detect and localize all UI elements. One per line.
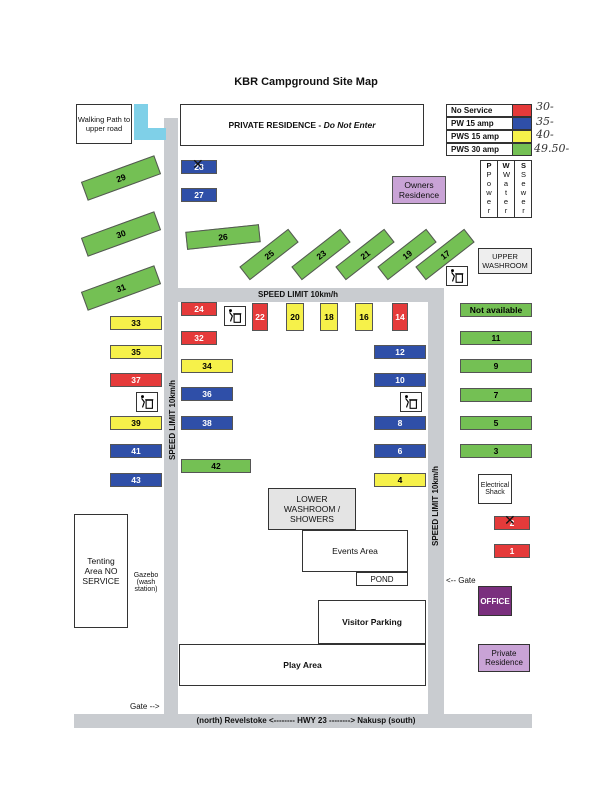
key-word-sewer: Sewer — [520, 170, 527, 215]
legend-label: No Service — [447, 105, 512, 116]
site-10[interactable]: 10 — [374, 373, 426, 387]
trash-can-icon — [136, 392, 158, 412]
gate-left-label: Gate --> — [130, 702, 160, 711]
key-col-water: W Water — [498, 161, 515, 217]
private-residence-top: PRIVATE RESIDENCE - Do Not Enter — [180, 104, 424, 146]
key-word-power: Power — [486, 170, 492, 215]
speed-limit-top-label: SPEED LIMIT 10km/h — [258, 290, 339, 299]
site-6[interactable]: 6 — [374, 444, 426, 458]
site-27[interactable]: 27 — [181, 188, 217, 202]
trash-can-icon — [400, 392, 422, 412]
price-pws15: 40- — [536, 128, 554, 141]
key-col-power: P Power — [481, 161, 498, 217]
site-26[interactable]: 26 — [185, 224, 261, 250]
gate-right-label: <-- Gate — [446, 576, 476, 585]
site-30[interactable]: 30 — [80, 211, 162, 257]
site-2-crossed-out-mark: ✕ — [504, 512, 516, 528]
site-8[interactable]: 8 — [374, 416, 426, 430]
legend-label: PWS 30 amp — [447, 144, 512, 155]
price-no-service: 30- — [536, 100, 554, 113]
site-32[interactable]: 32 — [181, 331, 217, 345]
site-20[interactable]: 20 — [286, 303, 304, 331]
price-pws30: 49.50- — [534, 142, 570, 155]
site-1[interactable]: 1 — [494, 544, 530, 558]
road-left-vertical — [164, 118, 178, 714]
road-right-vertical — [428, 288, 444, 714]
key-word-water: Water — [503, 170, 511, 215]
site-22[interactable]: 22 — [252, 303, 268, 331]
legend-row-pws15: PWS 15 amp — [446, 130, 532, 143]
page-title: KBR Campground Site Map — [234, 76, 378, 88]
play-area: Play Area — [179, 644, 426, 686]
road-top-loop — [178, 288, 444, 302]
site-38[interactable]: 38 — [181, 416, 233, 430]
office: OFFICE — [478, 586, 512, 616]
site-42[interactable]: 42 — [181, 459, 251, 473]
site-12[interactable]: 12 — [374, 345, 426, 359]
site-28[interactable]: 28 — [181, 160, 217, 174]
site-7[interactable]: 7 — [460, 388, 532, 402]
site-43[interactable]: 43 — [110, 473, 162, 487]
site-3[interactable]: 3 — [460, 444, 532, 458]
site-37[interactable]: 37 — [110, 373, 162, 387]
private-residence-label: PRIVATE RESIDENCE - — [228, 120, 322, 130]
key-header-w: W — [502, 161, 510, 170]
key-header-p: P — [486, 161, 492, 170]
speed-limit-left-label: SPEED LIMIT 10km/h — [168, 379, 177, 460]
legend-swatch — [512, 144, 531, 155]
key-col-sewer: S Sewer — [515, 161, 532, 217]
walking-path-connector — [134, 128, 166, 140]
speed-limit-right-label: SPEED LIMIT 10km/h — [431, 465, 440, 546]
site-18[interactable]: 18 — [320, 303, 338, 331]
electrical-shack: Electrical Shack — [478, 474, 512, 504]
lower-washroom: LOWER WASHROOM / SHOWERS — [268, 488, 356, 530]
site-36[interactable]: 36 — [181, 387, 233, 401]
private-residence-bottom: Private Residence — [478, 644, 530, 672]
site-31[interactable]: 31 — [80, 265, 162, 311]
site-not-available: Not available — [460, 303, 532, 317]
site-39[interactable]: 39 — [110, 416, 162, 430]
highway-23-road — [74, 714, 532, 728]
gazebo-label: Gazebo (wash station) — [133, 572, 159, 593]
legend-swatch — [512, 105, 531, 116]
site-29[interactable]: 29 — [80, 155, 162, 201]
owners-residence: Owners Residence — [392, 176, 446, 204]
site-16[interactable]: 16 — [355, 303, 373, 331]
site-2[interactable]: 2 — [494, 516, 530, 530]
price-pw15: 35- — [536, 115, 554, 128]
legend-row-pw15: PW 15 amp — [446, 117, 532, 130]
site-33[interactable]: 33 — [110, 316, 162, 330]
site-35[interactable]: 35 — [110, 345, 162, 359]
legend-row-pws30: PWS 30 amp — [446, 143, 532, 156]
site-9[interactable]: 9 — [460, 359, 532, 373]
site-34[interactable]: 34 — [181, 359, 233, 373]
tenting-area: Tenting Area NO SERVICE — [74, 514, 128, 628]
do-not-enter-label: Do Not Enter — [323, 120, 376, 130]
site-4[interactable]: 4 — [374, 473, 426, 487]
site-41[interactable]: 41 — [110, 444, 162, 458]
visitor-parking: Visitor Parking — [318, 600, 426, 644]
pond: POND — [356, 572, 408, 586]
events-area: Events Area — [302, 530, 408, 572]
legend-label: PWS 15 amp — [447, 131, 512, 142]
legend-row-no-service: No Service — [446, 104, 532, 117]
site-11[interactable]: 11 — [460, 331, 532, 345]
site-24[interactable]: 24 — [181, 302, 217, 316]
legend-label: PW 15 amp — [447, 118, 512, 129]
walking-path-road — [134, 104, 148, 134]
trash-can-icon — [446, 266, 468, 286]
site-14[interactable]: 14 — [392, 303, 408, 331]
legend-swatch — [512, 131, 531, 142]
walking-path-box: Walking Path to upper road — [76, 104, 132, 144]
highway-label: (north) Revelstoke <-------- HWY 23 ----… — [196, 716, 416, 725]
site-5[interactable]: 5 — [460, 416, 532, 430]
legend-swatch — [512, 118, 531, 129]
pws-key-table: P Power W Water S Sewer — [480, 160, 532, 218]
key-header-s: S — [520, 161, 526, 170]
upper-washroom: UPPER WASHROOM — [478, 248, 532, 274]
site-28-crossed-out-mark: ✕ — [192, 156, 204, 172]
trash-can-icon — [224, 306, 246, 326]
